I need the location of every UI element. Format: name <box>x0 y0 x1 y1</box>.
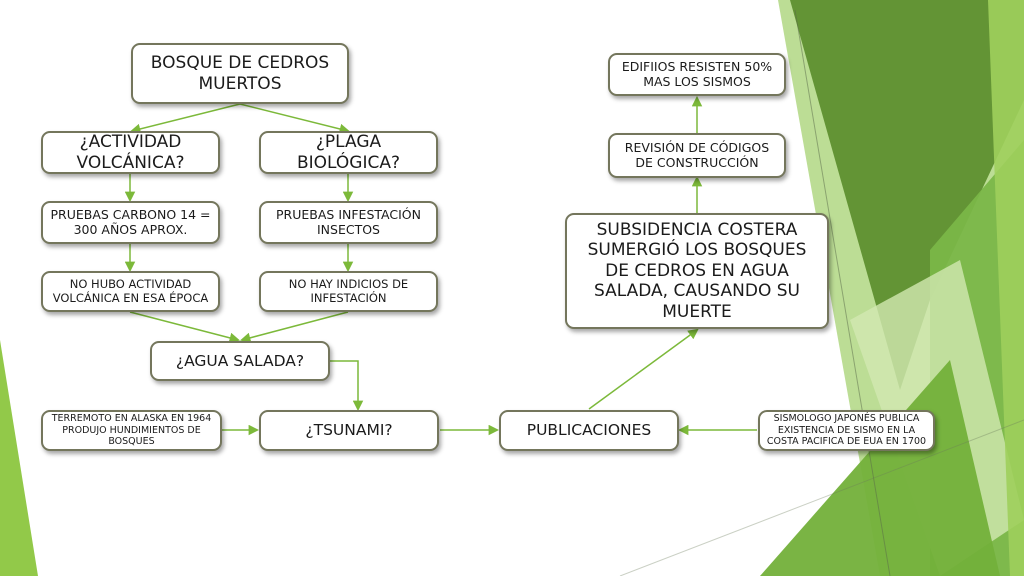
node-revision-codigos: REVISIÓN DE CÓDIGOS DE CONSTRUCCIÓN <box>608 133 786 178</box>
node-tsunami: ¿TSUNAMI? <box>259 410 439 451</box>
node-edificios-resisten: EDIFIIOS RESISTEN 50% MAS LOS SISMOS <box>608 53 786 96</box>
node-agua-salada: ¿AGUA SALADA? <box>150 341 330 381</box>
node-publicaciones: PUBLICACIONES <box>499 410 679 451</box>
node-subsidencia-costera: SUBSIDENCIA COSTERA SUMERGIÓ LOS BOSQUES… <box>565 213 829 329</box>
deco-bottom-green-wedge <box>760 360 1000 576</box>
arrow-no-volcanica-agua <box>129 311 241 343</box>
node-pruebas-infestacion: PRUEBAS INFESTACIÓN INSECTOS <box>259 201 438 244</box>
node-actividad-volcanica: ¿ACTIVIDAD VOLCÁNICA? <box>41 131 220 174</box>
arrow-publicaciones-subsidencia <box>588 328 699 410</box>
arrow-no-infestacion-agua <box>239 311 349 343</box>
deco-thin-line-2 <box>619 419 1024 576</box>
node-bosque-cedros-muertos: BOSQUE DE CEDROS MUERTOS <box>131 43 349 104</box>
node-plaga-biologica: ¿PLAGA BIOLÓGICA? <box>259 131 438 174</box>
node-terremoto-alaska: TERREMOTO EN ALASKA EN 1964 PRODUJO HUND… <box>41 410 222 451</box>
arrow-bosque-volcanica <box>129 103 241 135</box>
deco-left-sliver <box>0 340 38 576</box>
deco-right-edge-strip <box>988 0 1024 576</box>
deco-right-dark-shape <box>790 0 1024 390</box>
node-pruebas-carbono: PRUEBAS CARBONO 14 = 300 AÑOS APROX. <box>41 201 220 244</box>
deco-thin-line-1 <box>794 9 891 576</box>
arrow-bosque-plaga <box>239 103 351 135</box>
node-sismologo-japones: SISMOLOGO JAPONÉS PUBLICA EXISTENCIA DE … <box>758 410 935 451</box>
arrow-agua-tsunami <box>330 360 364 412</box>
node-no-actividad-volcanica: NO HUBO ACTIVIDAD VOLCÁNICA EN ESA ÉPOCA <box>41 271 220 312</box>
node-no-infestacion: NO HAY INDICIOS DE INFESTACIÓN <box>259 271 438 312</box>
